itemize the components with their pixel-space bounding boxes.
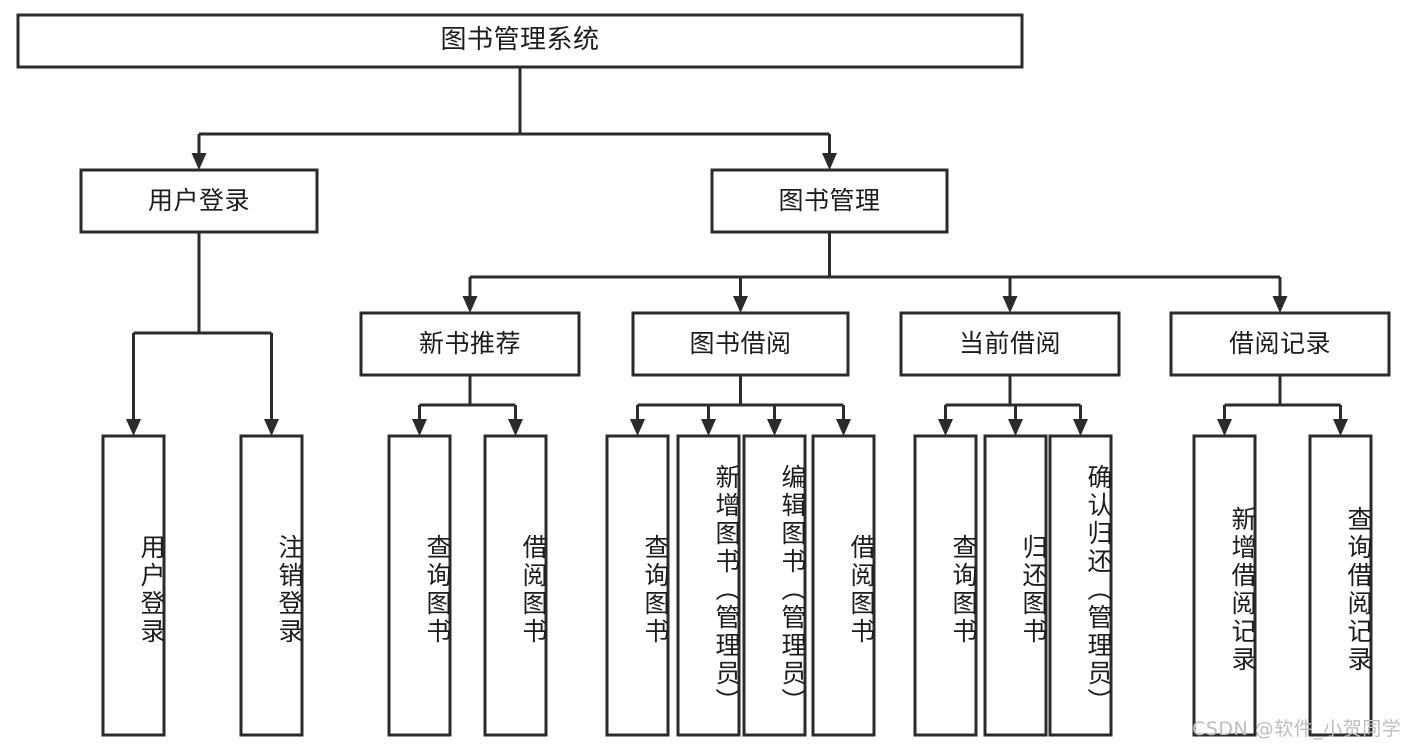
node-box-leaf-query-record[interactable] (1308, 434, 1373, 737)
arrow-head-icon (701, 419, 716, 436)
arrow-head-icon (126, 419, 141, 436)
arrow-head-icon (508, 419, 523, 436)
arrow-head-icon (1272, 296, 1288, 313)
arrow-head-icon (1073, 419, 1088, 436)
arrow-head-icon (1217, 419, 1232, 436)
arrow-head-icon (630, 419, 645, 436)
connector-layer (126, 67, 1348, 436)
node-box-leaf-edit-book[interactable] (742, 434, 807, 737)
node-box-leaf-query-book-3[interactable] (913, 434, 978, 737)
node-box-root[interactable] (16, 13, 1024, 69)
arrow-head-icon (191, 153, 207, 170)
arrow-head-icon (462, 296, 478, 313)
node-box-leaf-return-book[interactable] (983, 434, 1048, 737)
arrow-head-icon (733, 296, 748, 313)
watermark: CSDN @软件_小贺同学 (1192, 718, 1402, 740)
arrow-head-icon (1002, 296, 1018, 313)
node-box-leaf-user-login[interactable] (101, 434, 166, 737)
arrow-head-icon (836, 419, 851, 436)
arrow-head-icon (767, 419, 782, 436)
node-box-leaf-add-record[interactable] (1192, 434, 1257, 737)
node-box-leaf-borrow-book-2[interactable] (811, 434, 876, 737)
node-box-borrow-record[interactable] (1169, 311, 1391, 377)
node-box-leaf-confirm-return[interactable] (1048, 434, 1113, 737)
node-box-leaf-logout[interactable] (239, 434, 304, 737)
node-box-user-login[interactable] (79, 168, 319, 234)
arrow-head-icon (1333, 419, 1348, 436)
arrow-head-icon (822, 153, 837, 170)
node-box-book-borrow[interactable] (631, 311, 850, 377)
node-box-layer (16, 13, 1391, 737)
node-box-new-book-recommend[interactable] (359, 311, 581, 377)
arrow-head-icon (412, 419, 427, 436)
node-box-leaf-borrow-book-1[interactable] (483, 434, 548, 737)
arrow-head-icon (1008, 419, 1023, 436)
node-box-book-manage[interactable] (710, 168, 949, 234)
node-box-current-borrow[interactable] (899, 311, 1121, 377)
node-box-leaf-query-book-2[interactable] (605, 434, 670, 737)
arrow-head-icon (264, 419, 279, 436)
node-box-leaf-add-book[interactable] (676, 434, 741, 737)
arrow-head-icon (938, 419, 953, 436)
node-box-leaf-query-book-1[interactable] (387, 434, 452, 737)
